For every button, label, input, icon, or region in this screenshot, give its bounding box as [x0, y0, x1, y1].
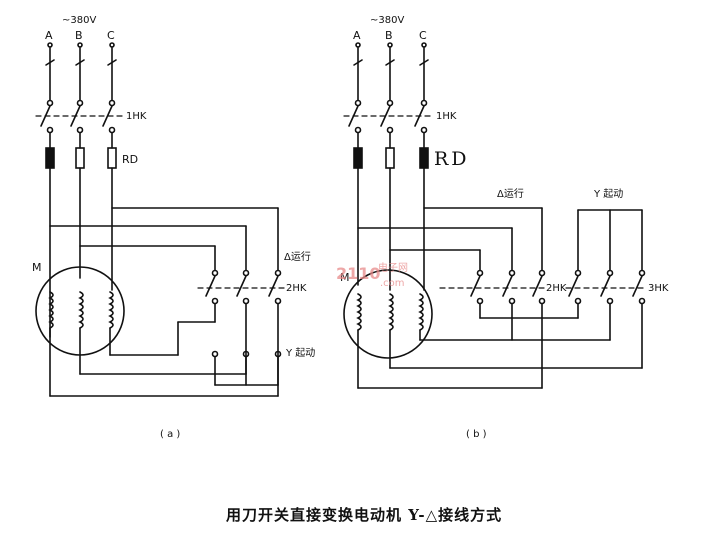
motor-label-b: M	[340, 271, 350, 284]
start-label-a: Y 起动	[286, 348, 316, 359]
switch-2hk-label-a: 2HK	[286, 283, 307, 294]
sub-caption-a: ( a )	[160, 429, 181, 440]
phase-lines-b	[353, 42, 429, 101]
phase-b-label-a: B	[75, 29, 83, 42]
run-label-a: Δ运行	[284, 252, 311, 263]
switch-1hk-label-b: 1HK	[436, 111, 457, 122]
diagram-b	[343, 42, 647, 389]
fuse-label-a: RD	[122, 153, 139, 166]
phase-a-label-a: A	[45, 29, 53, 42]
phase-a-label-b: A	[353, 29, 361, 42]
start-label-b: Y 起动	[594, 189, 624, 200]
fuse-label-b: RD	[434, 148, 470, 170]
phase-lines-a	[45, 42, 117, 101]
motor-label-a: M	[32, 261, 42, 274]
switch-2hk-b	[439, 269, 549, 305]
switch-1hk-label-a: 1HK	[126, 111, 147, 122]
phase-c-label-b: C	[419, 29, 427, 42]
diagram-a	[35, 42, 289, 397]
voltage-label-b: ~380V	[370, 15, 405, 26]
motor-b	[343, 269, 433, 389]
switch-1hk-a	[35, 99, 123, 134]
switch-3hk-b	[565, 269, 647, 305]
y-start-terminals-a	[211, 350, 282, 386]
phase-c-label-a: C	[107, 29, 115, 42]
switch-2hk-label-b: 2HK	[546, 283, 567, 294]
phase-b-label-b: B	[385, 29, 393, 42]
switch-2hk-a	[197, 269, 289, 305]
run-label-b: Δ运行	[497, 189, 524, 200]
wiring-b	[357, 207, 643, 389]
watermark-site-en: .com	[380, 278, 405, 289]
fuses-rd-a	[45, 132, 117, 397]
motor-a	[35, 266, 125, 375]
watermark-logo: 2110	[336, 264, 381, 283]
watermark-site-cn: 电子网	[378, 263, 408, 274]
voltage-label-a: ~380V	[62, 15, 97, 26]
sub-caption-b: ( b )	[466, 429, 487, 440]
switch-1hk-b	[343, 99, 433, 134]
switch-3hk-label-b: 3HK	[648, 283, 669, 294]
wiring-a	[49, 207, 279, 397]
figure-caption: 用刀开关直接变换电动机 Y-△接线方式	[226, 506, 503, 524]
fuses-rd-b	[353, 132, 429, 291]
